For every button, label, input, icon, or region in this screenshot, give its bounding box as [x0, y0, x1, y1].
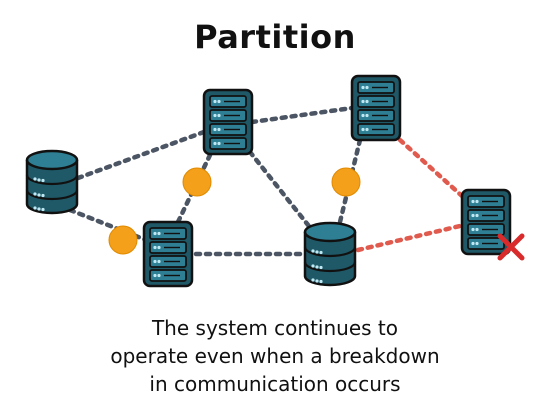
partition-dot-icon: [108, 225, 138, 255]
diagram-title: Partition: [194, 18, 356, 56]
link-rack-top-left-to-rack-bottom-left: [175, 152, 213, 225]
partition-dot-icon: [331, 167, 361, 197]
partition-dot-icon: [182, 167, 212, 197]
partition-markers: [108, 167, 361, 255]
link-rack-top-left-to-rack-top-right: [249, 105, 355, 125]
server-rack-icon: [350, 74, 402, 142]
x-mark-icon: [497, 233, 525, 261]
failed-server-rack-icon: [460, 188, 512, 256]
broken-link-rack-top-right-to-failed-rack: [397, 137, 465, 199]
link-db-left-to-rack-top-left: [75, 129, 207, 181]
database-icon: [303, 221, 357, 287]
caption-line-1: The system continues to: [151, 316, 399, 340]
server-rack-icon: [142, 220, 194, 288]
link-rack-top-left-to-db-center: [247, 149, 315, 233]
server-rack-icon: [202, 88, 254, 156]
database-icon: [25, 149, 79, 215]
broken-link-db-center-to-failed-rack: [355, 223, 463, 253]
caption-line-3: in communication occurs: [149, 372, 401, 396]
diagram-caption: The system continues to operate even whe…: [0, 314, 550, 398]
caption-line-2: operate even when a breakdown: [110, 344, 440, 368]
